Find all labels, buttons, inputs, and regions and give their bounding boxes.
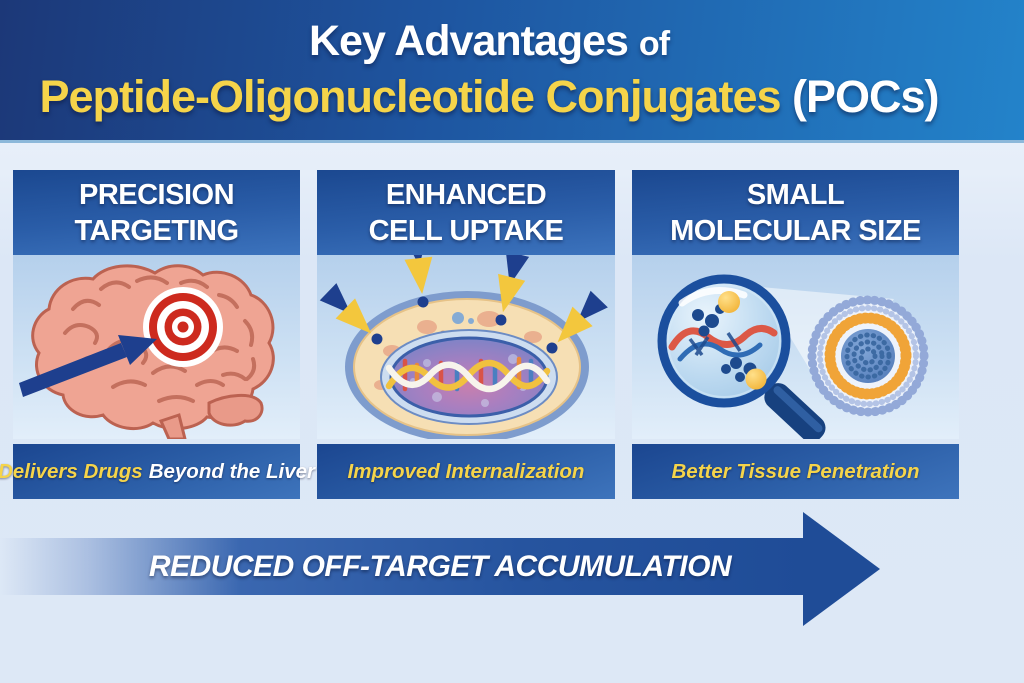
magnifier-lens [657, 274, 791, 408]
flow-arrow-body [0, 538, 803, 595]
magnifier-icon [657, 274, 929, 439]
panel-title-line1: PRECISION [78, 178, 235, 211]
page-title-line2: Peptide-Oligonucleotide Conjugates (POCs… [0, 71, 978, 123]
panel-title: ENHANCED CELL UPTAKE [317, 170, 615, 255]
cell-icon [318, 255, 610, 439]
panel-title-line2: MOLECULAR SIZE [670, 214, 921, 247]
peptide-sphere [718, 291, 740, 313]
panel-precision-targeting: PRECISION TARGETING [0, 170, 315, 499]
panel-title-line1: SMALL [746, 178, 845, 211]
reduced-off-target-arrow: REDUCED OFF-TARGET ACCUMULATION [0, 512, 900, 626]
panel-caption: Improved Internalization [317, 444, 615, 499]
panel-caption: Delivers Drugs Beyond the Liver [0, 444, 315, 499]
flow-arrow-label: REDUCED OFF-TARGET ACCUMULATION [148, 550, 732, 583]
title-highlight: Peptide-Oligonucleotide Conjugates [39, 71, 781, 122]
header-banner: Key Advantages of Peptide-Oligonucleotid… [0, 0, 1024, 143]
peptide-sphere [745, 368, 767, 390]
panel-enhanced-cell-uptake: ENHANCED CELL UPTAKE [317, 170, 615, 499]
cell-uptake-illustration [317, 255, 615, 439]
panel-caption: Better Tissue Penetration [632, 444, 959, 499]
panel-small-molecular-size: SMALL MOLECULAR SIZE [632, 170, 959, 499]
targeting-arrow-icon [19, 335, 157, 397]
caption-highlight: Improved Internalization [347, 459, 585, 483]
brain-target-illustration [13, 255, 300, 439]
magnifier-liposome-illustration [632, 255, 959, 439]
flow-arrow-head-icon [803, 512, 880, 626]
panel-title: SMALL MOLECULAR SIZE [632, 170, 959, 255]
caption-rest: Beyond the Liver [148, 459, 316, 483]
panel-title-line2: CELL UPTAKE [368, 214, 564, 247]
caption-highlight: Delivers Drugs [0, 459, 143, 483]
magnifier-handle [764, 383, 826, 439]
title-main: Key Advantages [308, 17, 629, 65]
caption-highlight: Better Tissue Penetration [671, 459, 920, 483]
dna-icon [385, 356, 551, 393]
molecule-icons [668, 291, 778, 390]
liposome-icon [807, 295, 929, 417]
brain-icon [19, 264, 275, 439]
page-title-line1: Key Advantages of [0, 17, 978, 66]
panel-title-line1: ENHANCED [385, 178, 547, 211]
target-icon [143, 287, 223, 367]
title-suffix-of: of [638, 25, 670, 63]
panel-title: PRECISION TARGETING [13, 170, 300, 255]
panel-title-line2: TARGETING [74, 214, 239, 247]
title-suffix-pocs: (POCs) [792, 71, 940, 122]
